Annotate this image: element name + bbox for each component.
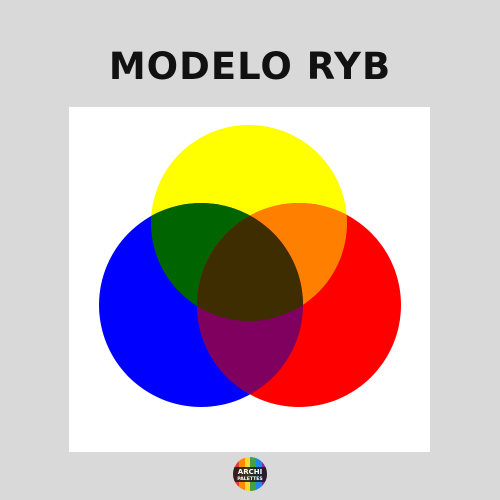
center-overlap xyxy=(197,203,303,321)
diagram-panel xyxy=(69,107,430,452)
logo-line2: PALETTES xyxy=(237,476,262,482)
archi-palettes-logo: ARCHI PALETTES xyxy=(232,456,268,492)
ryb-venn-diagram xyxy=(99,125,401,407)
logo-line1: ARCHI xyxy=(238,468,262,476)
page-title: MODELO RYB xyxy=(108,45,392,88)
